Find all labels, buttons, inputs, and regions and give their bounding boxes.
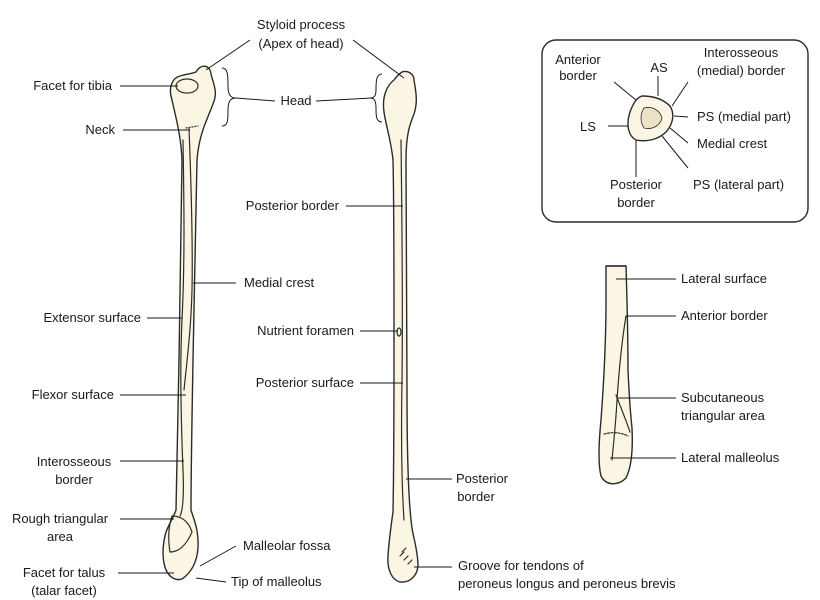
label-nutrient-foramen: Nutrient foramen [257, 323, 354, 338]
fibula-middle-bone [382, 70, 419, 583]
inset-ps-medial-label: PS (medial part) [697, 109, 791, 124]
label-facet-for-talus-2: (talar facet) [31, 583, 97, 598]
subcutaneous-line [615, 394, 631, 433]
inset-posterior-border-label-2: border [617, 195, 655, 210]
label-rough-triangular-1: Rough triangular [12, 511, 109, 526]
inset-medial-crest-label: Medial crest [697, 136, 767, 151]
malleolus-hatch [603, 432, 629, 437]
middle-shaft-line [400, 139, 405, 521]
label-extensor-surface: Extensor surface [43, 310, 141, 325]
cross-section-inset: Anterior border AS Interosseous (medial)… [541, 39, 809, 223]
inset-interosseous-label-1: Interosseous [704, 45, 779, 60]
rough-triangle [168, 515, 193, 553]
label-neck: Neck [85, 122, 115, 137]
fibula-posterior-view [382, 70, 419, 583]
neck-hatch [185, 125, 199, 129]
label-groove-2: peroneus longus and peroneus brevis [458, 576, 676, 591]
label-lateral-malleolus: Lateral malleolus [681, 450, 780, 465]
label-rough-triangular-2: area [47, 529, 74, 544]
label-subcutaneous-2: triangular area [681, 408, 766, 423]
fibula-distal-bone [598, 265, 634, 485]
label-anterior-border: Anterior border [681, 308, 768, 323]
label-facet-for-tibia: Facet for tibia [33, 78, 113, 93]
label-head: Head [280, 93, 311, 108]
label-posterior-border-lower-1: Posterior [456, 471, 509, 486]
groove-marks [399, 547, 413, 565]
label-facet-for-talus-1: Facet for talus [23, 565, 106, 580]
label-posterior-border-lower-2: border [457, 489, 495, 504]
label-medial-crest: Medial crest [244, 275, 314, 290]
label-subcutaneous-1: Subcutaneous [681, 390, 765, 405]
fibula-medial-view [162, 65, 217, 581]
medial-crest-line [183, 127, 193, 391]
labels: Facet for tibia Neck Styloid process (Ap… [12, 17, 780, 598]
label-lateral-surface: Lateral surface [681, 271, 767, 286]
label-tip-of-malleolus: Tip of malleolus [231, 574, 322, 589]
label-apex-of-head: (Apex of head) [258, 36, 343, 51]
inset-anterior-border-label-1: Anterior [555, 52, 601, 67]
label-groove-1: Groove for tendons of [458, 558, 584, 573]
label-posterior-surface: Posterior surface [256, 375, 354, 390]
inset-ps-lateral-label: PS (lateral part) [693, 177, 784, 192]
label-malleolar-fossa: Malleolar fossa [243, 538, 331, 553]
label-styloid-process: Styloid process [257, 17, 346, 32]
leader-lines [118, 39, 676, 583]
inset-anterior-border-label-2: border [559, 68, 597, 83]
inset-frame [541, 39, 809, 223]
label-posterior-border-upper: Posterior border [246, 198, 340, 213]
inset-posterior-border-label-1: Posterior [610, 177, 663, 192]
label-interosseous-border-1: Interosseous [37, 454, 112, 469]
interosseous-line [179, 139, 185, 517]
label-flexor-surface: Flexor surface [32, 387, 114, 402]
inset-as-label: AS [650, 60, 668, 75]
fibula-left-bone [162, 65, 217, 581]
inset-ls-label: LS [580, 119, 596, 134]
cross-section-marrow [640, 107, 663, 129]
label-interosseous-border-2: border [55, 472, 93, 487]
anterior-border-line [611, 315, 627, 461]
fibula-distal-lateral-view [598, 265, 634, 485]
inset-interosseous-label-2: (medial) border [697, 63, 786, 78]
nutrient-foramen-mark [396, 327, 402, 337]
